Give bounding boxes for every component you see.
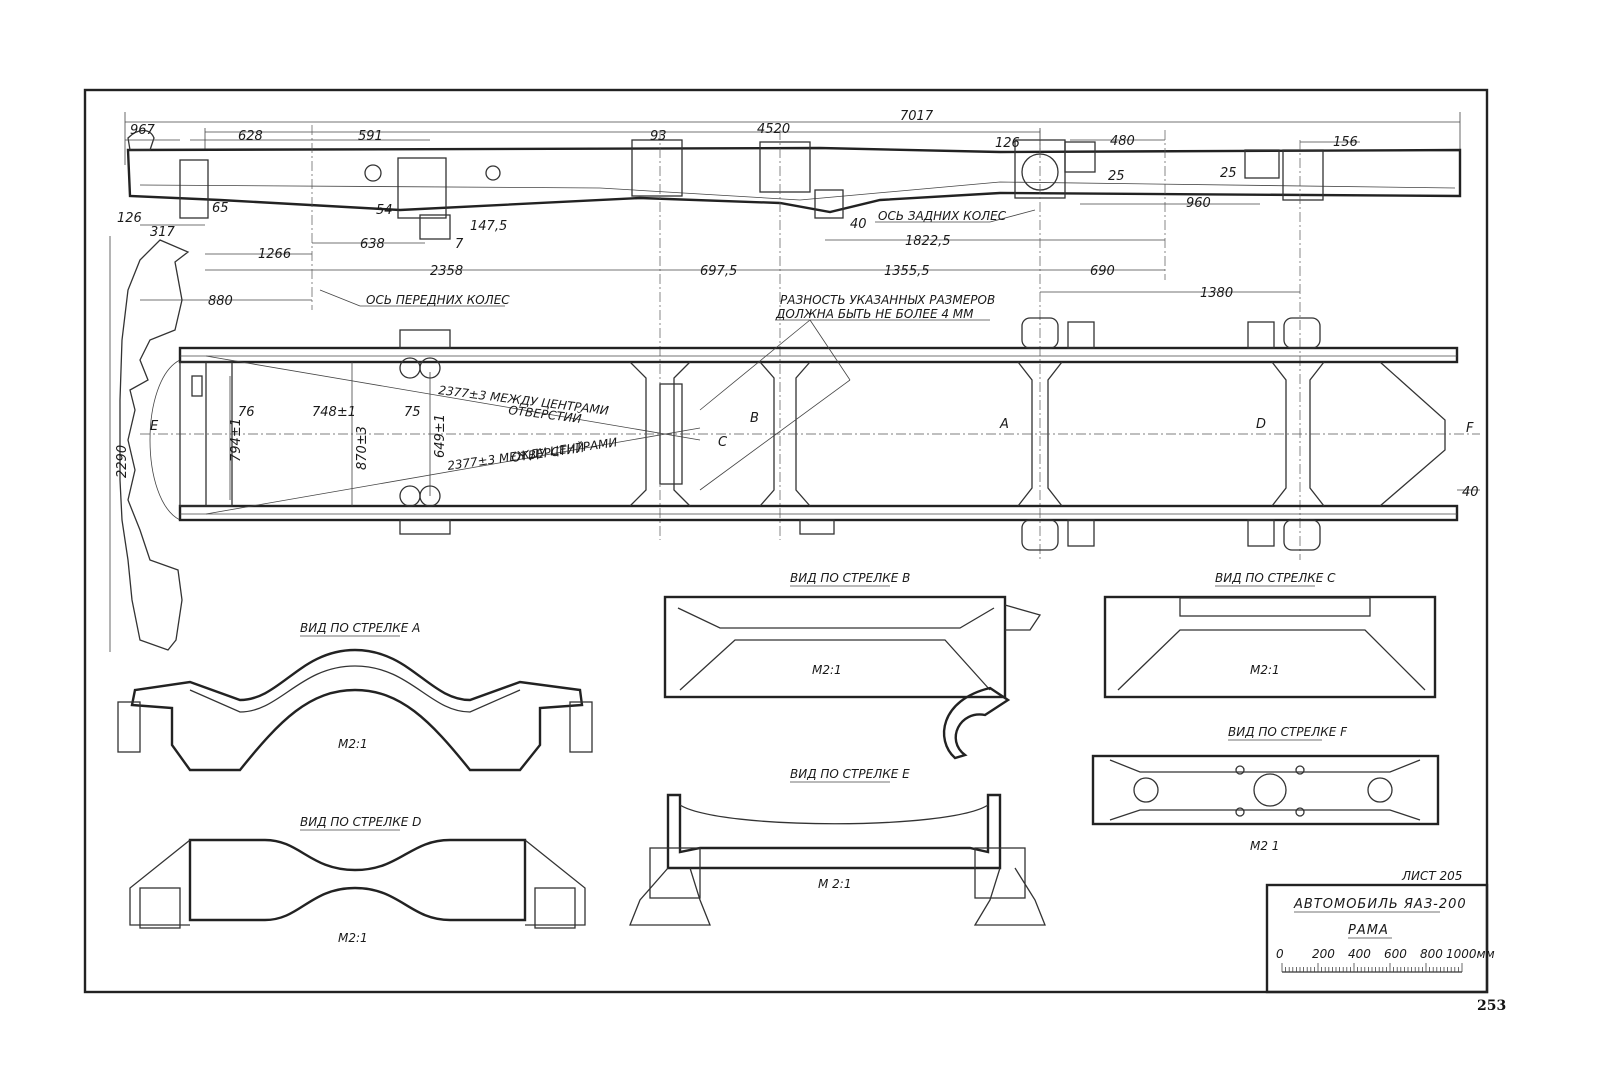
dim-126-front: 126 xyxy=(117,211,142,226)
view-b-title: ВИД ПО СТРЕЛКЕ В xyxy=(790,571,910,585)
dim-93: 93 xyxy=(650,129,667,144)
rear-axle-label: ОСЬ ЗАДНИХ КОЛЕС xyxy=(878,209,1007,223)
dim-25-b: 25 xyxy=(1220,166,1237,181)
view-c: ВИД ПО СТРЕЛКЕ С М2:1 xyxy=(1103,571,1437,699)
arrow-f: F xyxy=(1466,421,1474,436)
dim-591: 591 xyxy=(358,129,383,144)
scale-label: 400 xyxy=(1348,947,1371,961)
dim-156: 156 xyxy=(1333,135,1358,150)
part-name: РАМА xyxy=(1348,923,1389,938)
dim-638: 638 xyxy=(360,237,385,252)
sheet-number: ЛИСТ 205 xyxy=(1401,869,1462,883)
scale-label: 0 xyxy=(1276,947,1284,961)
arrow-d: D xyxy=(1256,417,1266,432)
view-e: ВИД ПО СТРЕЛКЕ Е М 2:1 xyxy=(629,767,1046,926)
dim-2290: 2290 xyxy=(115,445,130,478)
arrow-e: E xyxy=(150,419,159,434)
dim-690: 690 xyxy=(1090,264,1115,279)
scale-label: 600 xyxy=(1384,947,1407,961)
view-a-title: ВИД ПО СТРЕЛКЕ А xyxy=(300,621,420,635)
view-e-scale: М 2:1 xyxy=(818,877,851,891)
plan-view: РАЗНОСТЬ УКАЗАННЫХ РАЗМЕРОВ ДОЛЖНА БЫТЬ … xyxy=(109,236,1480,652)
front-axle-label: ОСЬ ПЕРЕДНИХ КОЛЕС xyxy=(366,293,510,307)
view-b-scale: М2:1 xyxy=(812,663,842,677)
view-f-title: ВИД ПО СТРЕЛКЕ F xyxy=(1228,725,1348,739)
dim-649: 649±1 xyxy=(433,414,448,458)
dim-126-rear: 126 xyxy=(995,136,1020,151)
dim-4520: 4520 xyxy=(757,122,790,137)
dim-40-side: 40 xyxy=(850,217,867,232)
diag-dim-2b: ОТВЕРСТИЙ xyxy=(510,440,585,465)
arrow-c: C xyxy=(718,435,728,450)
view-d: ВИД ПО СТРЕЛКЕ D М2:1 xyxy=(129,815,586,945)
title-block: ЛИСТ 205 АВТОМОБИЛЬ ЯАЗ-200 РАМА 0 200 400… xyxy=(1265,869,1495,994)
dim-2358: 2358 xyxy=(430,264,463,279)
dim-880: 880 xyxy=(208,294,233,309)
sheet-border xyxy=(83,88,1489,994)
arrow-b: B xyxy=(750,411,759,426)
view-b: ВИД ПО СТРЕЛКЕ В М2:1 xyxy=(663,571,1042,760)
dim-40-plan: 40 xyxy=(1462,485,1479,500)
dim-480: 480 xyxy=(1110,134,1135,149)
view-d-scale: М2:1 xyxy=(338,931,368,945)
page-number: 253 xyxy=(1477,998,1506,1014)
tolerance-note-2: ДОЛЖНА БЫТЬ НЕ БОЛЕЕ 4 ММ xyxy=(775,307,974,321)
view-d-title: ВИД ПО СТРЕЛКЕ D xyxy=(300,815,421,829)
dim-1355-5: 1355,5 xyxy=(884,264,930,279)
scale-label: 800 xyxy=(1420,947,1443,961)
dim-54: 54 xyxy=(376,203,393,218)
dim-628: 628 xyxy=(238,129,263,144)
view-a: ВИД ПО СТРЕЛКЕ А М2:1 xyxy=(117,621,593,772)
dim-960: 960 xyxy=(1186,196,1211,211)
view-a-scale: М2:1 xyxy=(338,737,368,751)
view-e-title: ВИД ПО СТРЕЛКЕ Е xyxy=(790,767,910,781)
dim-697-5: 697,5 xyxy=(700,264,737,279)
dim-1266: 1266 xyxy=(258,247,291,262)
tolerance-note-1: РАЗНОСТЬ УКАЗАННЫХ РАЗМЕРОВ xyxy=(780,293,995,307)
dim-1380: 1380 xyxy=(1200,286,1233,301)
dim-25-a: 25 xyxy=(1108,169,1125,184)
scale-label: 1000мм xyxy=(1446,947,1495,961)
dim-7: 7 xyxy=(455,237,464,252)
view-c-scale: М2:1 xyxy=(1250,663,1280,677)
dim-794: 794±1 xyxy=(229,418,244,462)
view-f-scale: М2 1 xyxy=(1250,839,1279,853)
vehicle-name: АВТОМОБИЛЬ ЯАЗ-200 xyxy=(1293,897,1467,912)
dim-1822-5: 1822,5 xyxy=(905,234,951,249)
view-f: ВИД ПО СТРЕЛКЕ F М2 1 xyxy=(1091,725,1440,853)
dim-7017: 7017 xyxy=(900,109,934,124)
dim-870: 870±3 xyxy=(355,426,370,470)
dim-75: 75 xyxy=(404,405,421,420)
view-c-title: ВИД ПО СТРЕЛКЕ С xyxy=(1215,571,1336,585)
dim-65: 65 xyxy=(212,201,229,216)
dim-317: 317 xyxy=(150,225,176,240)
arrow-a: A xyxy=(999,417,1009,432)
scale-label: 200 xyxy=(1312,947,1335,961)
side-view: 7017 967 628 591 93 4520 126 480 156 25 … xyxy=(117,109,1462,560)
dim-967: 967 xyxy=(130,123,156,138)
dim-76: 76 xyxy=(238,405,255,420)
dim-147-5: 147,5 xyxy=(470,219,507,234)
dim-748: 748±1 xyxy=(312,405,356,420)
